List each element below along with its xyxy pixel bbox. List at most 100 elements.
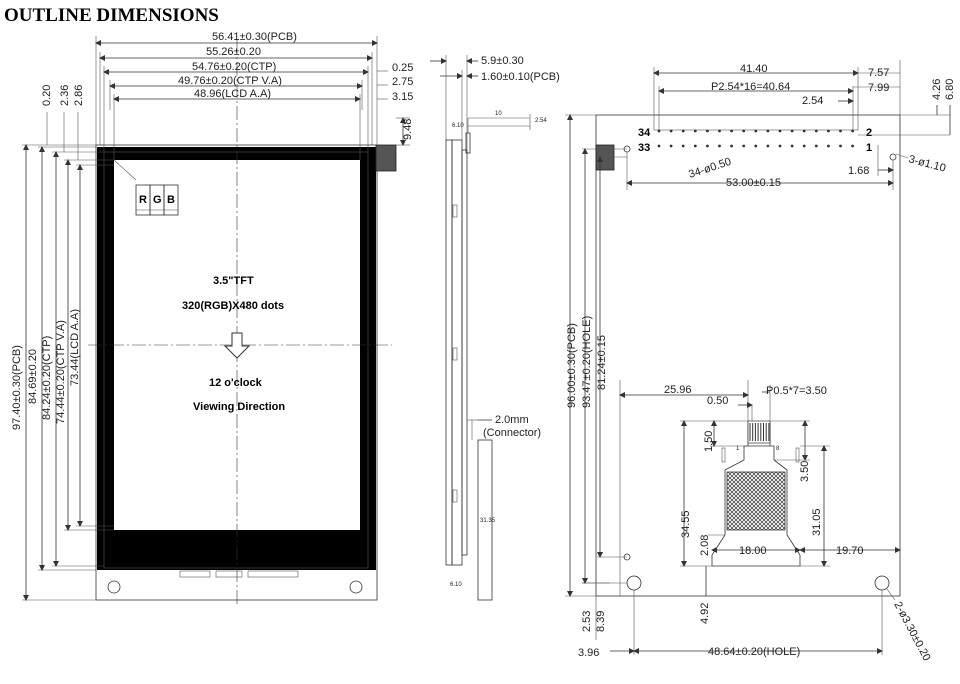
header-pin-hole <box>657 129 661 133</box>
height-dim-lcd-aa: 73.44(LCD A.A) <box>69 309 81 386</box>
side-pcb-thickness: 1.60±0.10(PCB) <box>481 71 560 83</box>
top-4-26: 4.26 <box>931 79 943 100</box>
height-81-dim: 81.24±0.15 <box>596 335 608 390</box>
bottom-tab <box>215 570 243 578</box>
header-pin-hole <box>681 129 685 133</box>
side-clip <box>452 489 458 503</box>
header-pin-hole <box>718 129 721 133</box>
side-thickness: 5.9±0.30 <box>481 55 524 67</box>
right-7-99: 7.99 <box>868 82 889 94</box>
header-pin-hole <box>778 144 782 148</box>
header-pin-hole <box>706 129 709 133</box>
mount-hole-dia: 3-ø1.10 <box>907 153 947 174</box>
side-small-6-10: 6.10 <box>452 123 464 129</box>
header-pin-hole <box>706 144 709 148</box>
header-pin-hole <box>730 144 733 148</box>
side-bottom-small: 6.10 <box>450 582 462 588</box>
width-dim-ctp: 54.76±0.20(CTP) <box>192 61 276 73</box>
offset-2-75: 2.75 <box>392 76 413 88</box>
right-7-57: 7.57 <box>868 67 889 79</box>
fpc-stiffener <box>726 471 786 531</box>
top-6-80: 6.80 <box>944 79 956 100</box>
back-small-hole <box>889 153 897 161</box>
pin-1-label: 1 <box>866 142 872 154</box>
side-view: 6.10 10 2.54 5.9±0.30 1.60±0.10(PCB) 2.0… <box>430 55 560 601</box>
side-connector-dim: 2.0mm <box>495 414 529 426</box>
header-pin-hole <box>790 129 794 133</box>
width-dim-pcb: 56.41±0.30(PCB) <box>212 31 297 43</box>
mount-hole <box>349 580 363 594</box>
header-pin-hole <box>839 144 842 148</box>
width-dim-module: 55.26±0.20 <box>206 46 261 58</box>
bottom-8-39: 8.39 <box>595 611 607 632</box>
header-pin-hole <box>814 144 818 148</box>
header-pin-hole <box>669 144 673 148</box>
rgb-r-label: R <box>139 194 147 206</box>
viewing-direction-arrow-icon <box>223 332 251 359</box>
side-small-2-54: 2.54 <box>535 118 547 124</box>
header-pin-hole <box>827 129 830 133</box>
header-pin-hole <box>742 144 746 148</box>
height-dim-pcb: 97.40±0.30(PCB) <box>11 345 23 430</box>
front-side-tab <box>375 144 397 172</box>
hole-span-dim: 53.00±0.15 <box>726 177 781 189</box>
pin-34-label: 34 <box>638 127 651 139</box>
header-outline <box>653 114 859 131</box>
mount-hole <box>107 580 121 594</box>
header-pin-hole <box>657 144 661 148</box>
offset-0-20: 0.20 <box>41 85 53 106</box>
fpc-2-08: 2.08 <box>699 535 711 556</box>
offset-3-15: 3.15 <box>392 91 413 103</box>
fpc-pitch-dim: P0.5*7=3.50 <box>766 385 827 397</box>
header-pin-hole <box>839 129 842 133</box>
header-pin-hole <box>742 129 746 133</box>
rgb-g-label: G <box>153 194 162 206</box>
side-clip <box>452 347 458 361</box>
fpc-pad-dim: 0.50 <box>707 395 728 407</box>
side-clip <box>452 204 458 218</box>
header-pin-hole <box>693 129 697 133</box>
side-connector <box>477 439 493 601</box>
fpc-18-dim: 18.00 <box>739 545 767 557</box>
header-pin-hole <box>693 144 697 148</box>
header-pin-hole <box>718 144 721 148</box>
side-small-10: 10 <box>495 111 502 117</box>
header-pin-hole <box>766 144 770 148</box>
back-view: 34 33 2 1 41.40 P2.54*16=40.64 2.54 7.57… <box>565 60 956 663</box>
header-pin-hole <box>802 144 806 148</box>
side-pcb-layer <box>461 149 468 556</box>
fpc-contact-pads <box>747 420 771 444</box>
header-pin-hole <box>851 144 854 148</box>
fpc-right-dim: 19.70 <box>836 545 864 557</box>
bottom-hole-span: 48.64±0.20(HOLE) <box>708 646 800 658</box>
fpc-pin-1: 1 <box>736 446 740 452</box>
bottom-tab <box>247 570 299 578</box>
resolution-label: 320(RGB)X480 dots <box>182 300 284 312</box>
back-mount-hole <box>626 575 642 591</box>
pcb-height-dim: 96.00±0.30(PCB) <box>566 323 578 408</box>
fpc-34-55: 34.55 <box>680 510 692 538</box>
side-ctp-layer <box>445 139 453 566</box>
fpc-tab <box>721 447 726 463</box>
pin-pitch-dim: P2.54*16=40.64 <box>711 81 790 93</box>
fpc-4-92: 4.92 <box>699 603 711 624</box>
header-pin-hole <box>851 129 854 133</box>
rgb-b-label: B <box>167 194 175 206</box>
fpc-pin-8: 8 <box>776 446 780 452</box>
offset-2-86: 2.86 <box>73 85 85 106</box>
header-pin-row-bottom <box>657 144 854 148</box>
bottom-2-53: 2.53 <box>581 611 593 632</box>
header-pin-hole <box>669 129 673 133</box>
ctp-outline <box>103 151 369 569</box>
fpc-left-dim: 25.96 <box>664 384 692 396</box>
front-top-offsets: 0.20 2.36 2.86 <box>41 85 85 160</box>
header-pin-hole <box>681 144 685 148</box>
front-black-bezel <box>97 147 376 570</box>
header-pin-hole <box>754 144 758 148</box>
offset-2-36: 2.36 <box>59 85 71 106</box>
offset-1-68: 1.68 <box>848 165 869 177</box>
header-pin-hole <box>730 129 733 133</box>
fpc-31-05: 31.05 <box>811 508 823 536</box>
side-connector-note: (Connector) <box>483 427 541 439</box>
